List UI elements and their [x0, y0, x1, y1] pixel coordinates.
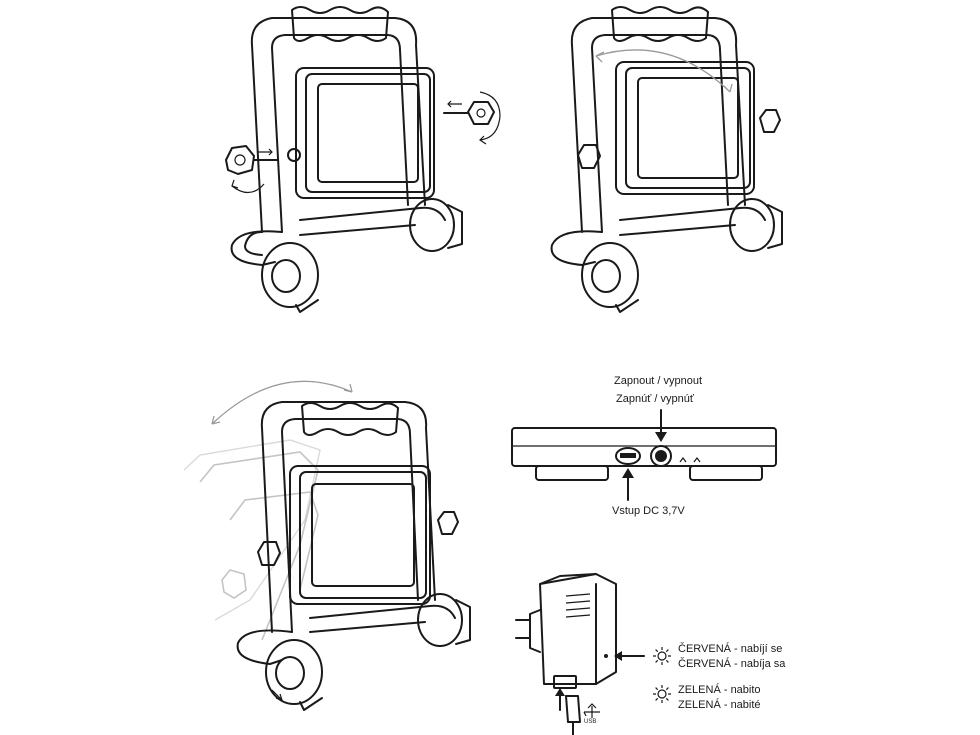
lamp-bottom-edge — [511, 427, 777, 467]
lamp-lens-3 — [311, 483, 415, 587]
lamp-housing-3 — [289, 465, 431, 605]
knob-left-hub-1 — [234, 154, 246, 166]
base-bar-2 — [619, 206, 766, 221]
foot-hinge-left-3 — [265, 639, 323, 705]
knob-right-2 — [759, 109, 781, 133]
foot-left-3 — [299, 697, 323, 711]
base-bar-3 — [309, 604, 456, 619]
power-switch-label-sk: Zapnúť / vypnúť — [616, 393, 694, 405]
foot-hinge-right-3 — [417, 593, 463, 647]
knob-left-3 — [257, 541, 281, 566]
foot-right-2 — [767, 204, 783, 249]
knob-right-hub-1 — [476, 108, 486, 118]
lamp-housing-1 — [295, 67, 435, 199]
base-bar-1 — [299, 206, 446, 221]
power-button — [650, 445, 672, 467]
foot-right-1 — [447, 204, 463, 249]
charger-body — [539, 573, 617, 685]
lamp-lens-1 — [317, 83, 419, 183]
frame-tube-inner-1 — [271, 34, 409, 233]
foot-knob-left-3 — [275, 656, 305, 690]
frame-tube-inner-3 — [281, 418, 419, 633]
knob-right-1 — [467, 101, 495, 125]
knob-left-1 — [225, 145, 255, 175]
foot-hinge-left-1 — [261, 242, 319, 308]
usb-symbol-icon — [583, 703, 600, 718]
charger-top-edge — [539, 573, 597, 585]
ghost-frame-far-3 — [183, 439, 321, 621]
side-mount-left-1 — [287, 148, 301, 162]
arrow-in-right-1 — [447, 100, 462, 108]
sun-burst-icon-red — [653, 647, 671, 665]
sun-burst-icon-green — [653, 685, 671, 703]
foot-left-2 — [615, 299, 639, 313]
base-bar-lower-3 — [309, 621, 426, 633]
arrow-rotate-left-1 — [231, 179, 265, 194]
ghost-knob-3 — [221, 569, 247, 599]
frame-tube-outer-2 — [570, 17, 746, 233]
foot-left-1 — [295, 299, 319, 313]
dc-input-label: Vstup DC 3,7V — [612, 505, 685, 517]
fold-arrow-3 — [211, 380, 353, 425]
ghost-frame-mid-3 — [199, 451, 319, 641]
handle-grip-1 — [291, 6, 389, 42]
dc-pointer-arrowhead — [622, 468, 634, 478]
foot-hinge-left-2 — [581, 242, 639, 308]
panel-1-mounting-knobs — [225, 6, 501, 313]
power-pointer-arrowhead — [655, 432, 667, 442]
led-pointer-arrowhead — [614, 651, 622, 661]
usb-mark-label: USB — [584, 719, 597, 725]
panel-5-charger — [515, 573, 645, 735]
charger-led — [604, 654, 608, 658]
panel-3-fold — [183, 380, 471, 711]
dc-input-port — [615, 447, 641, 465]
green-charged-label-cz: ZELENÁ - nabito — [678, 684, 761, 696]
power-button-cap — [655, 450, 667, 462]
foot-hinge-right-2 — [729, 198, 775, 252]
handle-grip-3 — [301, 402, 399, 436]
arrow-in-left-1 — [258, 148, 273, 156]
usb-insert-arrowhead — [555, 688, 565, 696]
red-charging-label-cz: ČERVENÁ - nabíjí se — [678, 643, 783, 655]
handle-grip-2 — [611, 6, 709, 42]
lamp-housing-2 — [615, 61, 755, 195]
base-loop-left-inner-1 — [244, 231, 263, 256]
knob-right-3 — [437, 511, 459, 535]
tilt-arrow-2 — [595, 49, 733, 93]
lamp-frame-2 — [625, 67, 751, 189]
foot-hinge-right-1 — [409, 198, 455, 252]
green-charged-label-sk: ZELENÁ - nabité — [678, 699, 761, 711]
usb-connector — [565, 695, 581, 723]
arrow-rotate-right-1 — [479, 91, 501, 145]
frame-tube-inner-2 — [591, 34, 729, 233]
usb-port — [553, 675, 577, 689]
panel-4-bottom-view — [511, 409, 777, 501]
lamp-frame-3 — [299, 471, 427, 599]
charger-vents — [565, 593, 591, 618]
frame-tube-outer-1 — [250, 17, 426, 233]
plug-base — [529, 609, 541, 653]
dc-input-socket — [620, 453, 636, 458]
red-charging-label-sk: ČERVENÁ - nabíja sa — [678, 658, 786, 670]
foot-knob-left-1 — [271, 259, 301, 293]
base-bar-lower-2 — [619, 224, 736, 236]
fold-direction-arrow-3 — [271, 689, 283, 701]
power-switch-label-cz: Zapnout / vypnout — [614, 375, 703, 387]
base-bar-lower-1 — [299, 224, 416, 236]
knob-left-2 — [577, 144, 601, 169]
base-loop-left-2 — [550, 230, 603, 266]
frame-tube-outer-3 — [260, 401, 436, 633]
bottom-vent-marks — [679, 457, 701, 463]
bottom-foot-right — [689, 465, 763, 481]
base-loop-left-3 — [236, 629, 293, 665]
foot-knob-left-2 — [591, 259, 621, 293]
lamp-frame-1 — [305, 73, 431, 193]
lamp-lens-2 — [637, 77, 739, 179]
foot-right-3 — [455, 599, 471, 645]
bottom-foot-left — [535, 465, 609, 481]
panel-2-tilt — [550, 6, 783, 313]
